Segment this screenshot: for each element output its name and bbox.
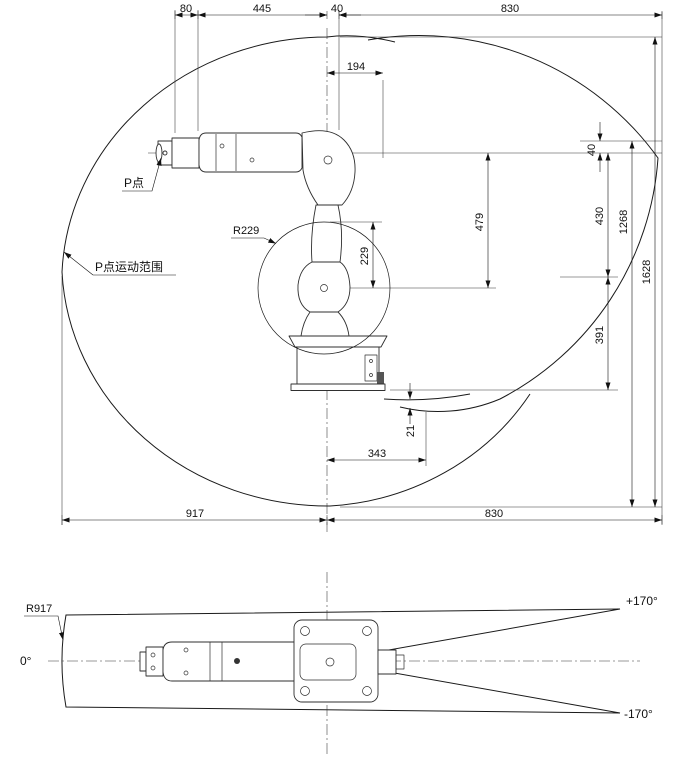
dim-229: 229 [359, 247, 371, 265]
dim-343: 343 [368, 448, 386, 460]
rear-port-top [395, 654, 405, 670]
p-point-leader [122, 157, 162, 192]
p-range-leader [64, 252, 176, 276]
elbow-axis-mark [320, 284, 328, 292]
minus-170-label: -170° [624, 707, 653, 721]
dim-40-right: 40 [586, 144, 598, 156]
base-bolt-2 [362, 626, 372, 636]
lower-arm-link [300, 311, 350, 337]
dim-430: 430 [594, 207, 606, 225]
forearm [198, 132, 303, 173]
shoulder-axis-mark [323, 155, 333, 165]
dimension-texts: 80 445 40 830 194 40 479 430 1268 1628 3… [95, 3, 653, 520]
work-envelope-base-arc [383, 393, 471, 401]
dim-830-top: 830 [501, 3, 519, 15]
rear-connector-top [377, 649, 397, 675]
top-view-callouts: R917 0° +170° -170° [20, 594, 658, 721]
forearm-seams [215, 134, 237, 171]
r917-leader [24, 615, 64, 641]
elbow-joint [297, 261, 351, 313]
dim-1628: 1628 [641, 260, 653, 284]
panel-bolt-2 [369, 373, 373, 377]
dim-445: 445 [253, 3, 271, 15]
base-plate-top [293, 619, 379, 703]
body-housing-top [299, 643, 357, 681]
dimension-lines [62, 12, 662, 523]
wrist-bolt-1 [183, 647, 189, 653]
r917-label: R917 [26, 603, 52, 615]
tool-tip-top [139, 651, 147, 672]
zero-deg-label: 0° [20, 654, 32, 668]
base-bolt-1 [300, 626, 310, 636]
forearm-top-seams [209, 642, 223, 681]
flange-bolt-bottom [150, 665, 156, 671]
side-view: 80 445 40 830 194 40 479 430 1268 1628 3… [61, 3, 663, 532]
dim-479: 479 [474, 213, 486, 231]
base-bolt-3 [300, 686, 310, 696]
p-range-label: P点运动范围 [95, 260, 163, 274]
tool-flange-face [155, 143, 163, 163]
wrist-housing [171, 137, 200, 169]
work-envelope-outline [61, 35, 531, 507]
wrist-bolt-2 [183, 670, 189, 676]
shoulder-joint [301, 130, 356, 206]
p-point-label: P点 [124, 176, 144, 190]
dim-80: 80 [180, 3, 192, 15]
dim-917: 917 [186, 508, 204, 520]
work-envelope [61, 35, 659, 507]
dim-40-top: 40 [331, 3, 343, 15]
dim-r229-label: R229 [233, 225, 259, 237]
forearm-top-dot [234, 658, 240, 664]
robot-top-view [139, 619, 405, 703]
dim-391: 391 [594, 326, 606, 344]
p-point-mark [162, 150, 168, 156]
dim-830-bottom: 830 [485, 508, 503, 520]
flange-bolt-top [150, 652, 156, 658]
forearm-bolt-2 [249, 157, 255, 163]
base-bolt-4 [362, 686, 372, 696]
plus-170-label: +170° [626, 594, 658, 608]
dim-21: 21 [405, 425, 417, 437]
top-view: R917 0° +170° -170° [20, 572, 658, 756]
leaders [64, 157, 277, 276]
base-bottom-flange [290, 383, 386, 391]
tool-flange-top [145, 646, 164, 677]
work-envelope-right-bulge [367, 35, 659, 413]
panel-bolt [369, 359, 373, 363]
robot-side-view [155, 130, 391, 391]
r229-leader [231, 237, 277, 244]
forearm-bolt [219, 143, 225, 149]
base-cable-port [377, 372, 384, 384]
forearm-top [162, 641, 297, 682]
j1-axis-mark [325, 657, 335, 667]
dim-1268: 1268 [618, 210, 630, 234]
base-top-plate [288, 335, 388, 348]
upper-arm-link [311, 204, 343, 263]
dim-194: 194 [347, 61, 365, 73]
